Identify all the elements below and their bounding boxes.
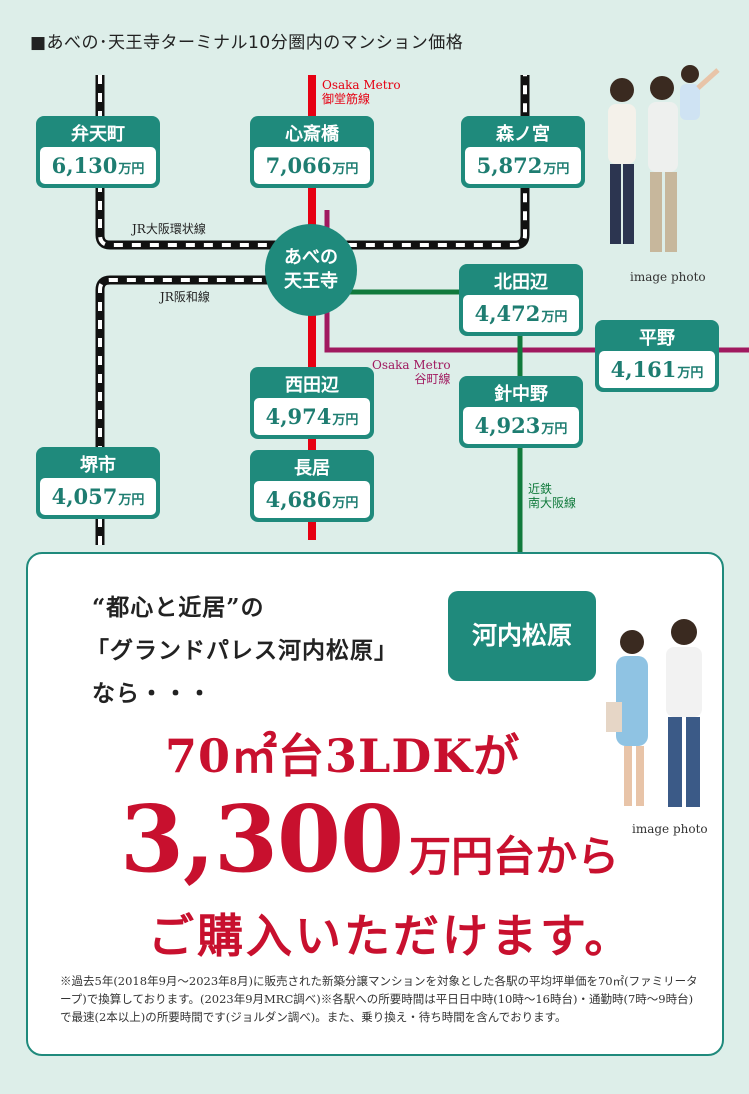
station-morinomiya: 森ノ宮 5,872万円 xyxy=(461,116,585,188)
jr-hanwa-line xyxy=(95,275,315,545)
jr-loop-label: JR大阪環状線 xyxy=(132,222,206,236)
jr-hanwa-label: JR阪和線 xyxy=(160,290,210,304)
station-shinsaibashi: 心斎橋 7,066万円 xyxy=(250,116,374,188)
intro-line-3: なら・・・ xyxy=(92,680,212,707)
station-sakaishi: 堺市 4,057万円 xyxy=(36,447,160,519)
headline-layout: 70㎡台3LDKが xyxy=(165,729,521,783)
footnote: ※過去5年(2018年9月〜2023年8月)に販売された新築分譲マンションを対象… xyxy=(60,974,698,1024)
station-nagai: 長居 4,686万円 xyxy=(250,450,374,522)
station-hirano: 平野 4,161万円 xyxy=(595,320,719,392)
headline-closing: ご購入いただけます。 xyxy=(148,909,634,963)
station-benten: 弁天町 6,130万円 xyxy=(36,116,160,188)
photo-caption-bottom: image photo xyxy=(632,822,708,836)
family-photo xyxy=(608,65,720,252)
station-nishitanabe: 西田辺 4,974万円 xyxy=(250,367,374,439)
station-kitatanabe: 北田辺 4,472万円 xyxy=(459,264,583,336)
promo-panel xyxy=(26,552,724,1056)
intro-line-2: 「グランドパレス河内松原」 xyxy=(86,637,398,664)
station-harinakano: 針中野 4,923万円 xyxy=(459,376,583,448)
intro-line-1: “都心と近居”の xyxy=(92,594,265,621)
kintetsu-label: 近鉄南大阪線 xyxy=(528,482,577,510)
photo-caption-top: image photo xyxy=(630,270,706,284)
abeno-tennoji-hub: あべの天王寺 xyxy=(265,224,357,316)
couple-photo xyxy=(606,619,702,807)
page-title: ■あべの･天王寺ターミナル10分圏内のマンション価格 xyxy=(30,33,464,53)
destination-badge: 河内松原 xyxy=(448,591,596,681)
